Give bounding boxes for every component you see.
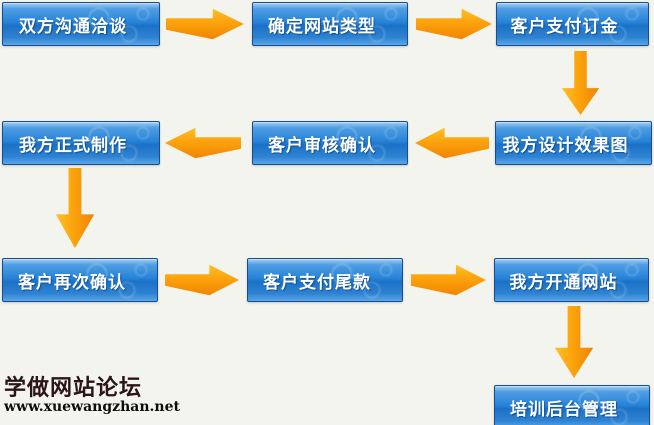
arrow-right-icon xyxy=(166,8,244,40)
flow-step-launch-website: 我方开通网站 xyxy=(494,258,649,302)
arrow-down-icon xyxy=(554,306,594,378)
flow-step-client-reconfirm: 客户再次确认 xyxy=(2,258,158,302)
flow-step-negotiate: 双方沟通洽谈 xyxy=(2,2,160,46)
flow-step-pay-deposit: 客户支付订金 xyxy=(496,2,649,46)
arrow-down-icon xyxy=(55,168,95,248)
arrow-left-icon xyxy=(165,127,241,159)
flow-step-pay-balance: 客户支付尾款 xyxy=(247,258,403,302)
arrow-right-icon xyxy=(416,8,492,40)
arrow-right-icon xyxy=(411,264,486,296)
flow-step-design-mockup: 我方设计效果图 xyxy=(495,121,652,165)
flow-step-admin-training: 培训后台管理 xyxy=(494,385,650,425)
flow-step-client-review: 客户审核确认 xyxy=(252,121,408,165)
site-logo-title: 学做网站论坛 xyxy=(4,376,143,401)
flow-step-formal-production: 我方正式制作 xyxy=(2,121,160,165)
site-logo-url: www.xuewangzhan.net xyxy=(4,399,180,416)
site-logo: 学做网站论坛 www.xuewangzhan.net xyxy=(4,377,180,415)
arrow-down-icon xyxy=(561,51,600,115)
arrow-right-icon xyxy=(165,264,239,296)
flow-step-website-type: 确定网站类型 xyxy=(252,2,408,46)
arrow-left-icon xyxy=(415,127,489,159)
